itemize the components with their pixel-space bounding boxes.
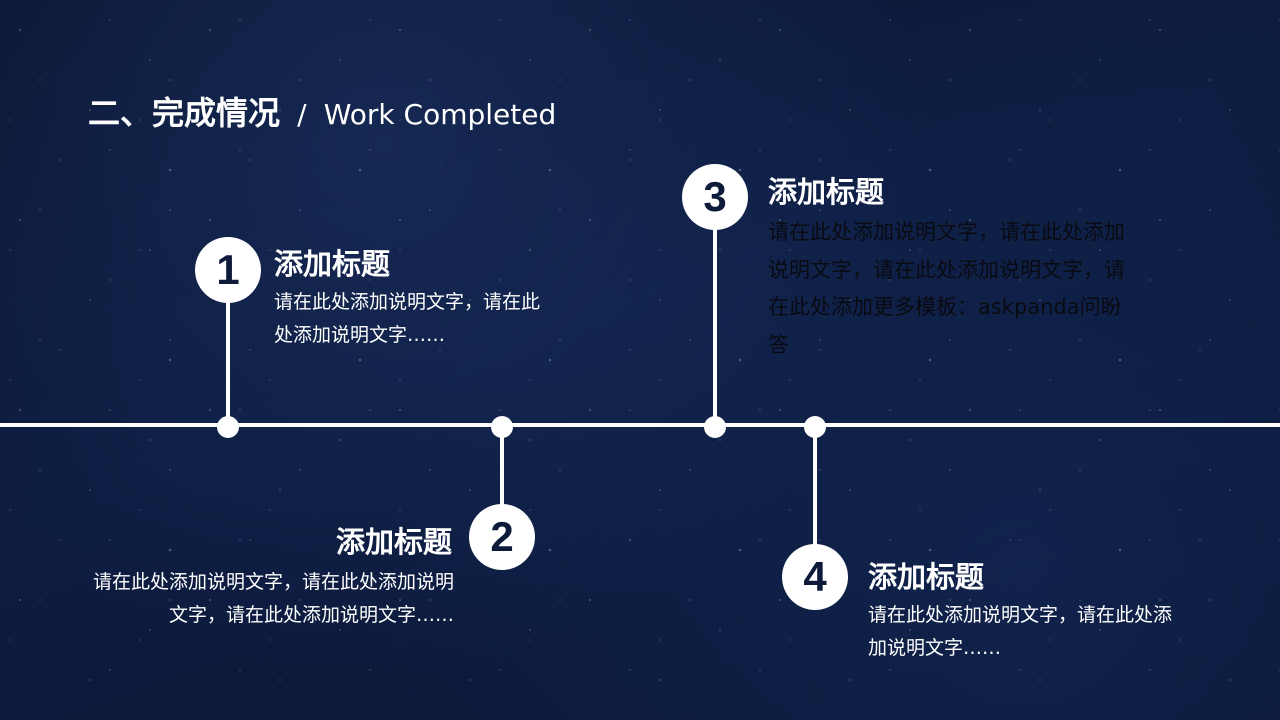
- milestone-heading-4: 添加标题: [868, 560, 985, 594]
- milestone-number-2: 2: [469, 504, 535, 570]
- milestone-text-2: 请在此处添加说明文字，请在此处添加说明文字，请在此处添加说明文字……: [92, 571, 454, 626]
- slide-title: 二、完成情况 / Work Completed: [88, 88, 556, 134]
- milestone-number-4: 4: [782, 544, 848, 610]
- milestone-text-4: 请在此处添加说明文字，请在此处添加说明文字……: [868, 604, 1173, 659]
- title-sub: Work Completed: [323, 98, 557, 131]
- timeline-dot-3: [704, 416, 726, 438]
- milestone-number-1: 1: [195, 237, 261, 303]
- milestone-text-3: 请在此处添加说明文字，请在此处添加说明文字，请在此处添加说明文字，请在此处添加更…: [768, 220, 1125, 357]
- connector-4: [813, 426, 817, 566]
- milestone-heading-3: 添加标题: [768, 175, 885, 209]
- milestone-text-1: 请在此处添加说明文字，请在此处添加说明文字……: [274, 291, 541, 346]
- milestone-heading-1: 添加标题: [274, 247, 391, 281]
- title-main: 二、完成情况: [88, 94, 281, 132]
- connector-3: [713, 215, 717, 425]
- timeline-dot-4: [804, 416, 826, 438]
- milestone-number-3: 3: [682, 164, 748, 230]
- timeline-axis: [0, 423, 1280, 427]
- connector-2: [500, 426, 504, 526]
- timeline-dot-2: [491, 416, 513, 438]
- connector-1: [226, 290, 230, 426]
- timeline-dot-1: [217, 416, 239, 438]
- milestone-heading-2: 添加标题: [335, 525, 452, 559]
- title-separator: /: [297, 98, 307, 131]
